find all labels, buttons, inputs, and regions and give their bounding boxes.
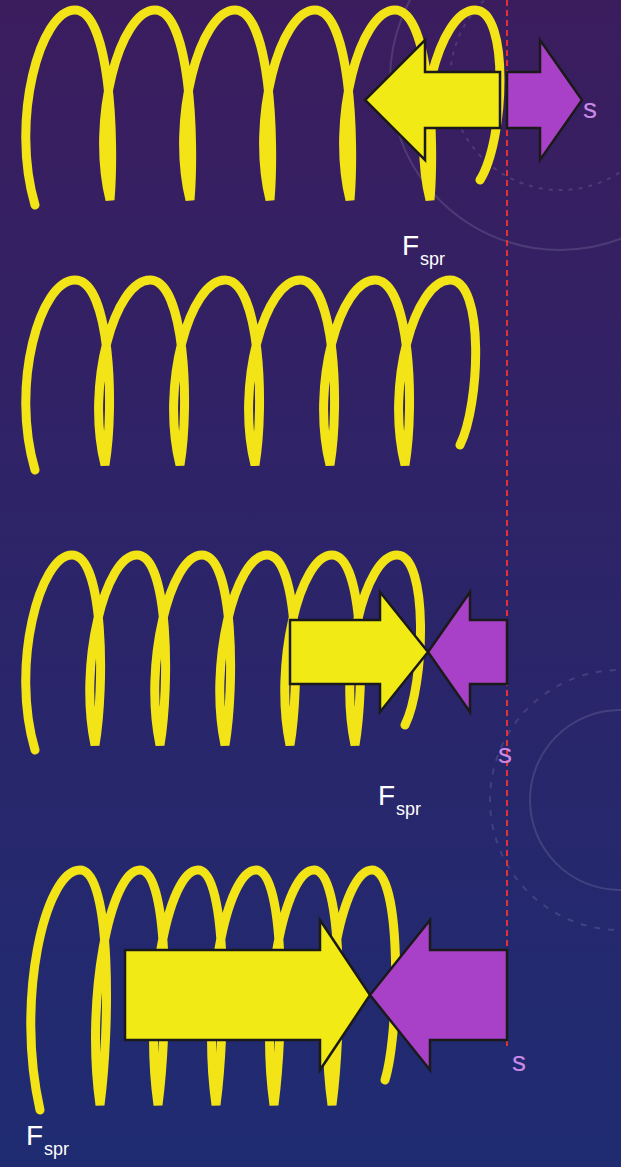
force-label: F — [26, 1122, 43, 1150]
force-subscript: spr — [44, 1140, 69, 1158]
force-arrow — [125, 920, 370, 1070]
force-label: F — [402, 232, 419, 260]
spring — [26, 280, 476, 470]
displacement-arrow — [370, 920, 507, 1070]
spring — [31, 870, 396, 1110]
displacement-label: s — [512, 1048, 526, 1076]
spring — [26, 10, 500, 205]
force-subscript: spr — [396, 800, 421, 818]
reference-line — [506, 0, 508, 1050]
displacement-arrow — [507, 40, 582, 160]
displacement-arrow — [428, 592, 507, 712]
displacement-label: s — [583, 95, 597, 123]
force-label: F — [378, 782, 395, 810]
force-subscript: spr — [420, 250, 445, 268]
force-arrow — [365, 40, 500, 160]
force-arrow — [290, 592, 428, 712]
displacement-label: s — [498, 740, 512, 768]
